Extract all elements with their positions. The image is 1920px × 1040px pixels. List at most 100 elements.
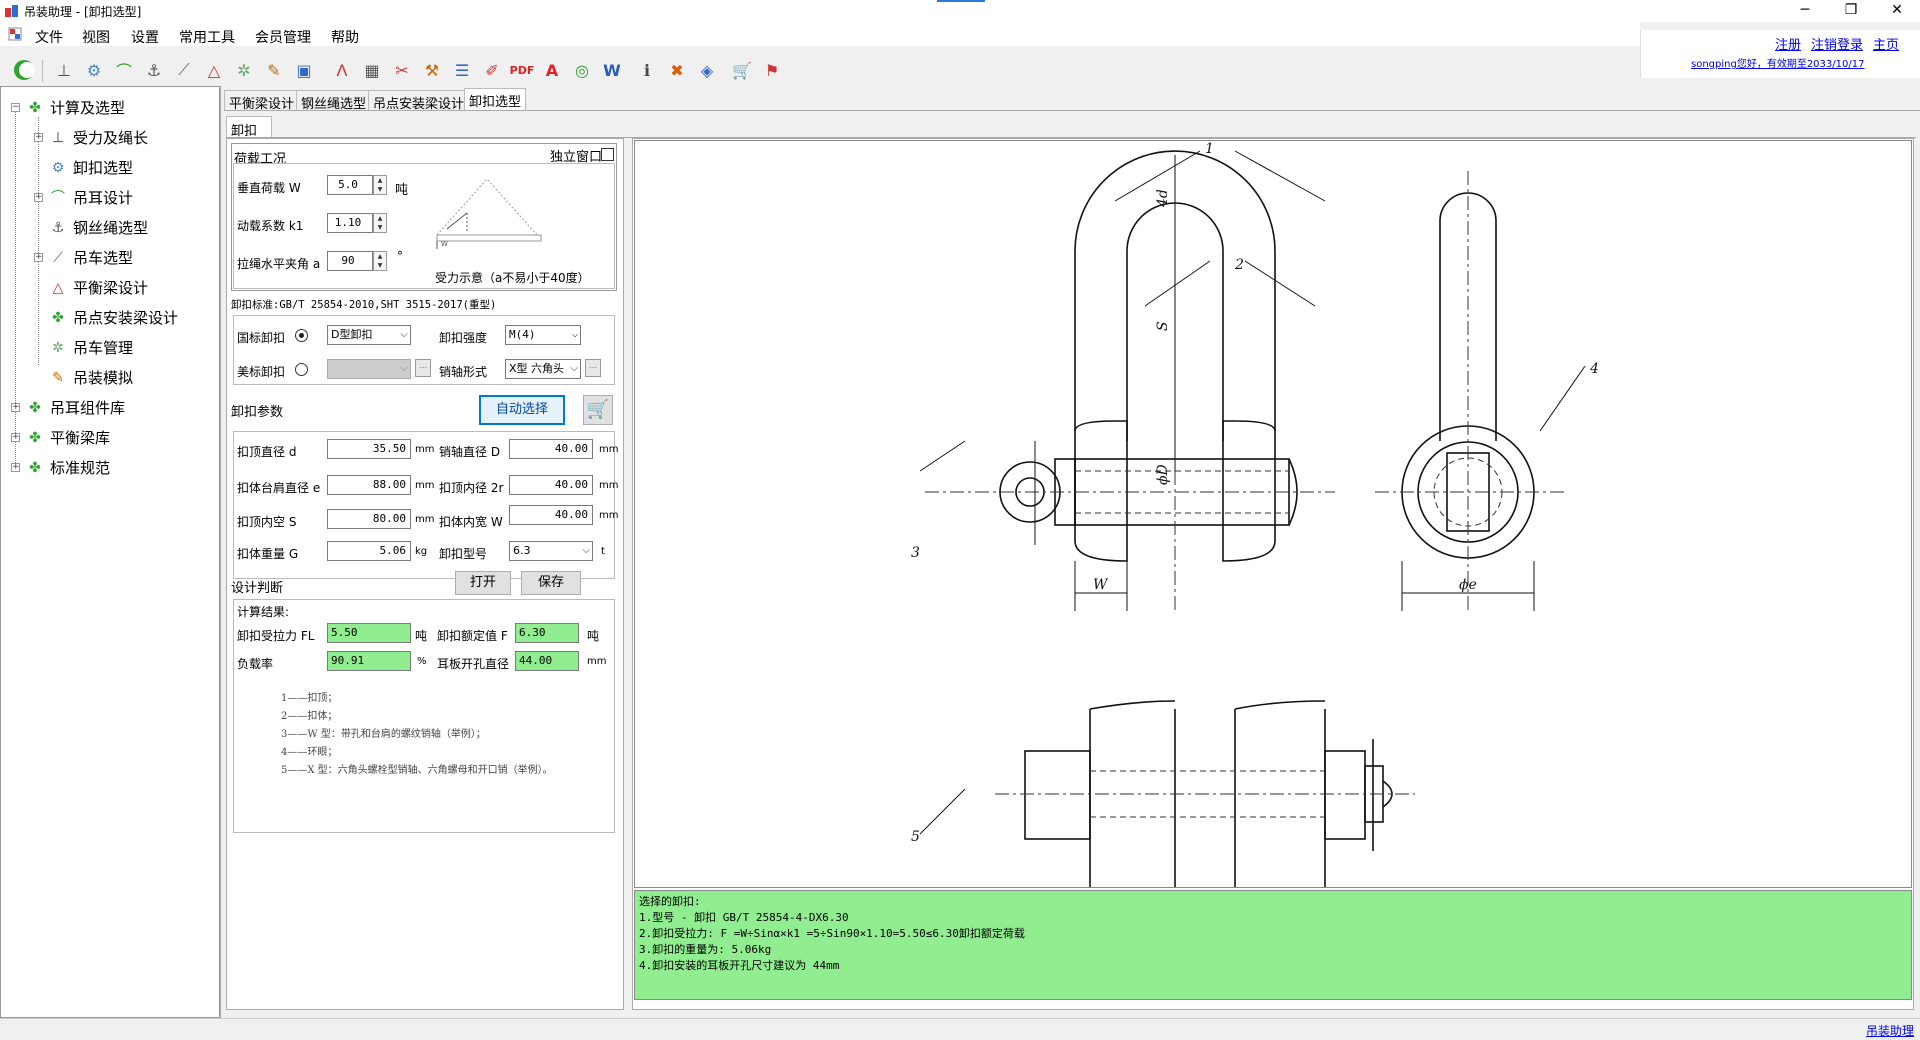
- flag-icon[interactable]: ⚑: [764, 60, 780, 80]
- save-button[interactable]: 保存: [521, 571, 581, 595]
- dynamic-factor-input[interactable]: 1.10: [327, 213, 373, 233]
- tree-item-simulation[interactable]: ✎ 吊装模拟: [49, 367, 133, 388]
- gb-shackle-radio[interactable]: [295, 329, 308, 342]
- user-status-link[interactable]: songping您好，有效期至2033/10/17: [1691, 59, 1865, 70]
- tree-item-force[interactable]: + ⊥ 受力及绳长: [34, 127, 148, 148]
- us-info-button[interactable]: ⋯: [415, 359, 431, 377]
- us-type-select[interactable]: ⌵: [327, 359, 411, 379]
- scissors-icon[interactable]: ✂: [395, 60, 409, 80]
- crane-icon[interactable]: ⟋: [178, 60, 190, 79]
- tree-root-standards[interactable]: + ✤ 标准规范: [11, 457, 110, 478]
- tree-root-lug-library[interactable]: + ✤ 吊耳组件库: [11, 397, 125, 418]
- menu-membership[interactable]: 会员管理: [255, 30, 311, 46]
- cart-button[interactable]: 🛒: [583, 395, 613, 425]
- tree-item-shackle[interactable]: ⚙ 卸扣选型: [49, 157, 133, 178]
- lug-icon[interactable]: ⌒: [115, 62, 132, 81]
- title-bar: 吊装助理 - [卸扣选型] ─ ❐ ✕: [0, 0, 1920, 22]
- tree-item-label: 标准规范: [50, 459, 111, 477]
- tree-item-crane-select[interactable]: + ⟋ 吊车选型: [34, 247, 133, 268]
- auto-select-button[interactable]: 自动选择: [479, 395, 565, 425]
- menu-file[interactable]: 文件: [35, 30, 63, 46]
- globe-icon[interactable]: ◎: [575, 60, 589, 80]
- tree-item-crane-manage[interactable]: ✲ 吊车管理: [49, 337, 133, 358]
- restore-button[interactable]: ❐: [1844, 2, 1858, 18]
- expand-icon[interactable]: +: [11, 462, 20, 472]
- wire-rope-icon[interactable]: ⚓: [146, 60, 162, 80]
- angle-spinner[interactable]: ▲▼: [373, 251, 387, 271]
- angle-icon[interactable]: Ʌ: [336, 60, 348, 80]
- pin-info-button[interactable]: ⋯: [585, 359, 601, 377]
- menu-help[interactable]: 帮助: [331, 30, 359, 46]
- home-link[interactable]: 主页: [1873, 38, 1900, 53]
- edit-icon[interactable]: ✐: [485, 60, 499, 80]
- param-input[interactable]: 40.00: [509, 439, 593, 459]
- expand-icon[interactable]: +: [11, 432, 20, 442]
- rated-unit: 吨: [587, 629, 600, 643]
- logout-link[interactable]: 注销登录: [1811, 38, 1864, 53]
- font-icon[interactable]: A: [545, 60, 559, 80]
- calculator-icon[interactable]: ▦: [364, 60, 380, 80]
- tab-lifting-beam[interactable]: 吊点安装梁设计: [368, 90, 470, 112]
- open-button[interactable]: 打开: [455, 571, 511, 595]
- notes-icon[interactable]: ☰: [454, 60, 470, 80]
- menu-tools[interactable]: 常用工具: [179, 30, 235, 46]
- param-input[interactable]: 40.00: [509, 475, 593, 495]
- word-icon[interactable]: W: [603, 60, 621, 80]
- close-button[interactable]: ✕: [1891, 2, 1903, 18]
- inner-tab-shackle[interactable]: 卸扣: [226, 116, 272, 139]
- cart-icon[interactable]: 🛒: [732, 60, 752, 80]
- expand-icon[interactable]: +: [34, 252, 43, 262]
- param-input[interactable]: 35.50: [327, 439, 411, 459]
- mdi-window-icon[interactable]: [8, 27, 22, 41]
- gb-type-select[interactable]: D型卸扣⌵: [327, 325, 411, 345]
- tag-icon[interactable]: ◈: [700, 60, 714, 80]
- balance-beam-icon[interactable]: △: [207, 60, 221, 80]
- menu-settings[interactable]: 设置: [131, 30, 159, 46]
- tree-item-wire-rope[interactable]: ⚓ 钢丝绳选型: [49, 217, 148, 238]
- tree-item-balance-beam[interactable]: △ 平衡梁设计: [49, 277, 148, 298]
- status-app-link[interactable]: 吊装助理: [1866, 1024, 1915, 1038]
- tab-balance-beam[interactable]: 平衡梁设计: [224, 90, 300, 112]
- expand-icon[interactable]: +: [34, 132, 43, 142]
- param-input[interactable]: 88.00: [327, 475, 411, 495]
- tab-strip-line: [224, 110, 1920, 111]
- collapse-icon[interactable]: −: [11, 102, 20, 112]
- dynamic-factor-spinner[interactable]: ▲▼: [373, 213, 387, 233]
- menu-view[interactable]: 视图: [82, 30, 110, 46]
- expand-icon[interactable]: +: [11, 402, 20, 412]
- tree-item-lug[interactable]: + ⌒ 吊耳设计: [34, 187, 133, 208]
- tree-root-calc[interactable]: − ✤ 计算及选型: [11, 97, 125, 118]
- tree-root-beam-library[interactable]: + ✤ 平衡梁库: [11, 427, 110, 448]
- tab-shackle[interactable]: 卸扣选型: [464, 88, 527, 111]
- chevron-down-icon: ⌵: [582, 545, 590, 556]
- crane-manage-icon[interactable]: ▣: [296, 60, 312, 80]
- pdf-icon[interactable]: PDF: [509, 63, 535, 77]
- independent-window-checkbox[interactable]: [601, 148, 614, 161]
- account-links-panel: 注册 注销登录 主页 songping您好，有效期至2033/10/17: [1640, 30, 1920, 78]
- expand-icon[interactable]: +: [34, 192, 43, 202]
- minimize-button[interactable]: ─: [1800, 2, 1810, 18]
- hole-unit: mm: [587, 656, 607, 667]
- force-icon[interactable]: ⊥: [57, 60, 71, 80]
- tree-item-lifting-beam[interactable]: ✤ 吊点安装梁设计: [49, 307, 178, 328]
- simulation-icon[interactable]: ✎: [267, 60, 281, 80]
- exit-icon[interactable]: ✖: [670, 60, 684, 80]
- strength-select[interactable]: M(4)⌵: [505, 325, 581, 345]
- app-home-icon[interactable]: [12, 58, 36, 82]
- lifting-point-icon[interactable]: ✲: [237, 60, 251, 80]
- vertical-load-input[interactable]: 5.0: [327, 175, 373, 195]
- shackle-icon[interactable]: ⚙: [86, 60, 102, 80]
- weight-input[interactable]: 5.06: [327, 541, 411, 561]
- us-shackle-radio[interactable]: [295, 363, 308, 376]
- tab-wire-rope[interactable]: 钢丝绳选型: [296, 90, 372, 112]
- register-link[interactable]: 注册: [1775, 38, 1802, 53]
- param-input[interactable]: 40.00: [509, 505, 593, 525]
- splitter[interactable]: [220, 86, 224, 1018]
- pin-type-select[interactable]: X型 六角头⌵: [505, 359, 581, 379]
- info-icon[interactable]: ℹ: [643, 60, 651, 80]
- tools-icon[interactable]: ⚒: [424, 60, 440, 80]
- param-input[interactable]: 80.00: [327, 509, 411, 529]
- angle-input[interactable]: 90: [327, 251, 373, 271]
- model-select[interactable]: 6.3⌵: [509, 541, 593, 561]
- vertical-load-spinner[interactable]: ▲▼: [373, 175, 387, 195]
